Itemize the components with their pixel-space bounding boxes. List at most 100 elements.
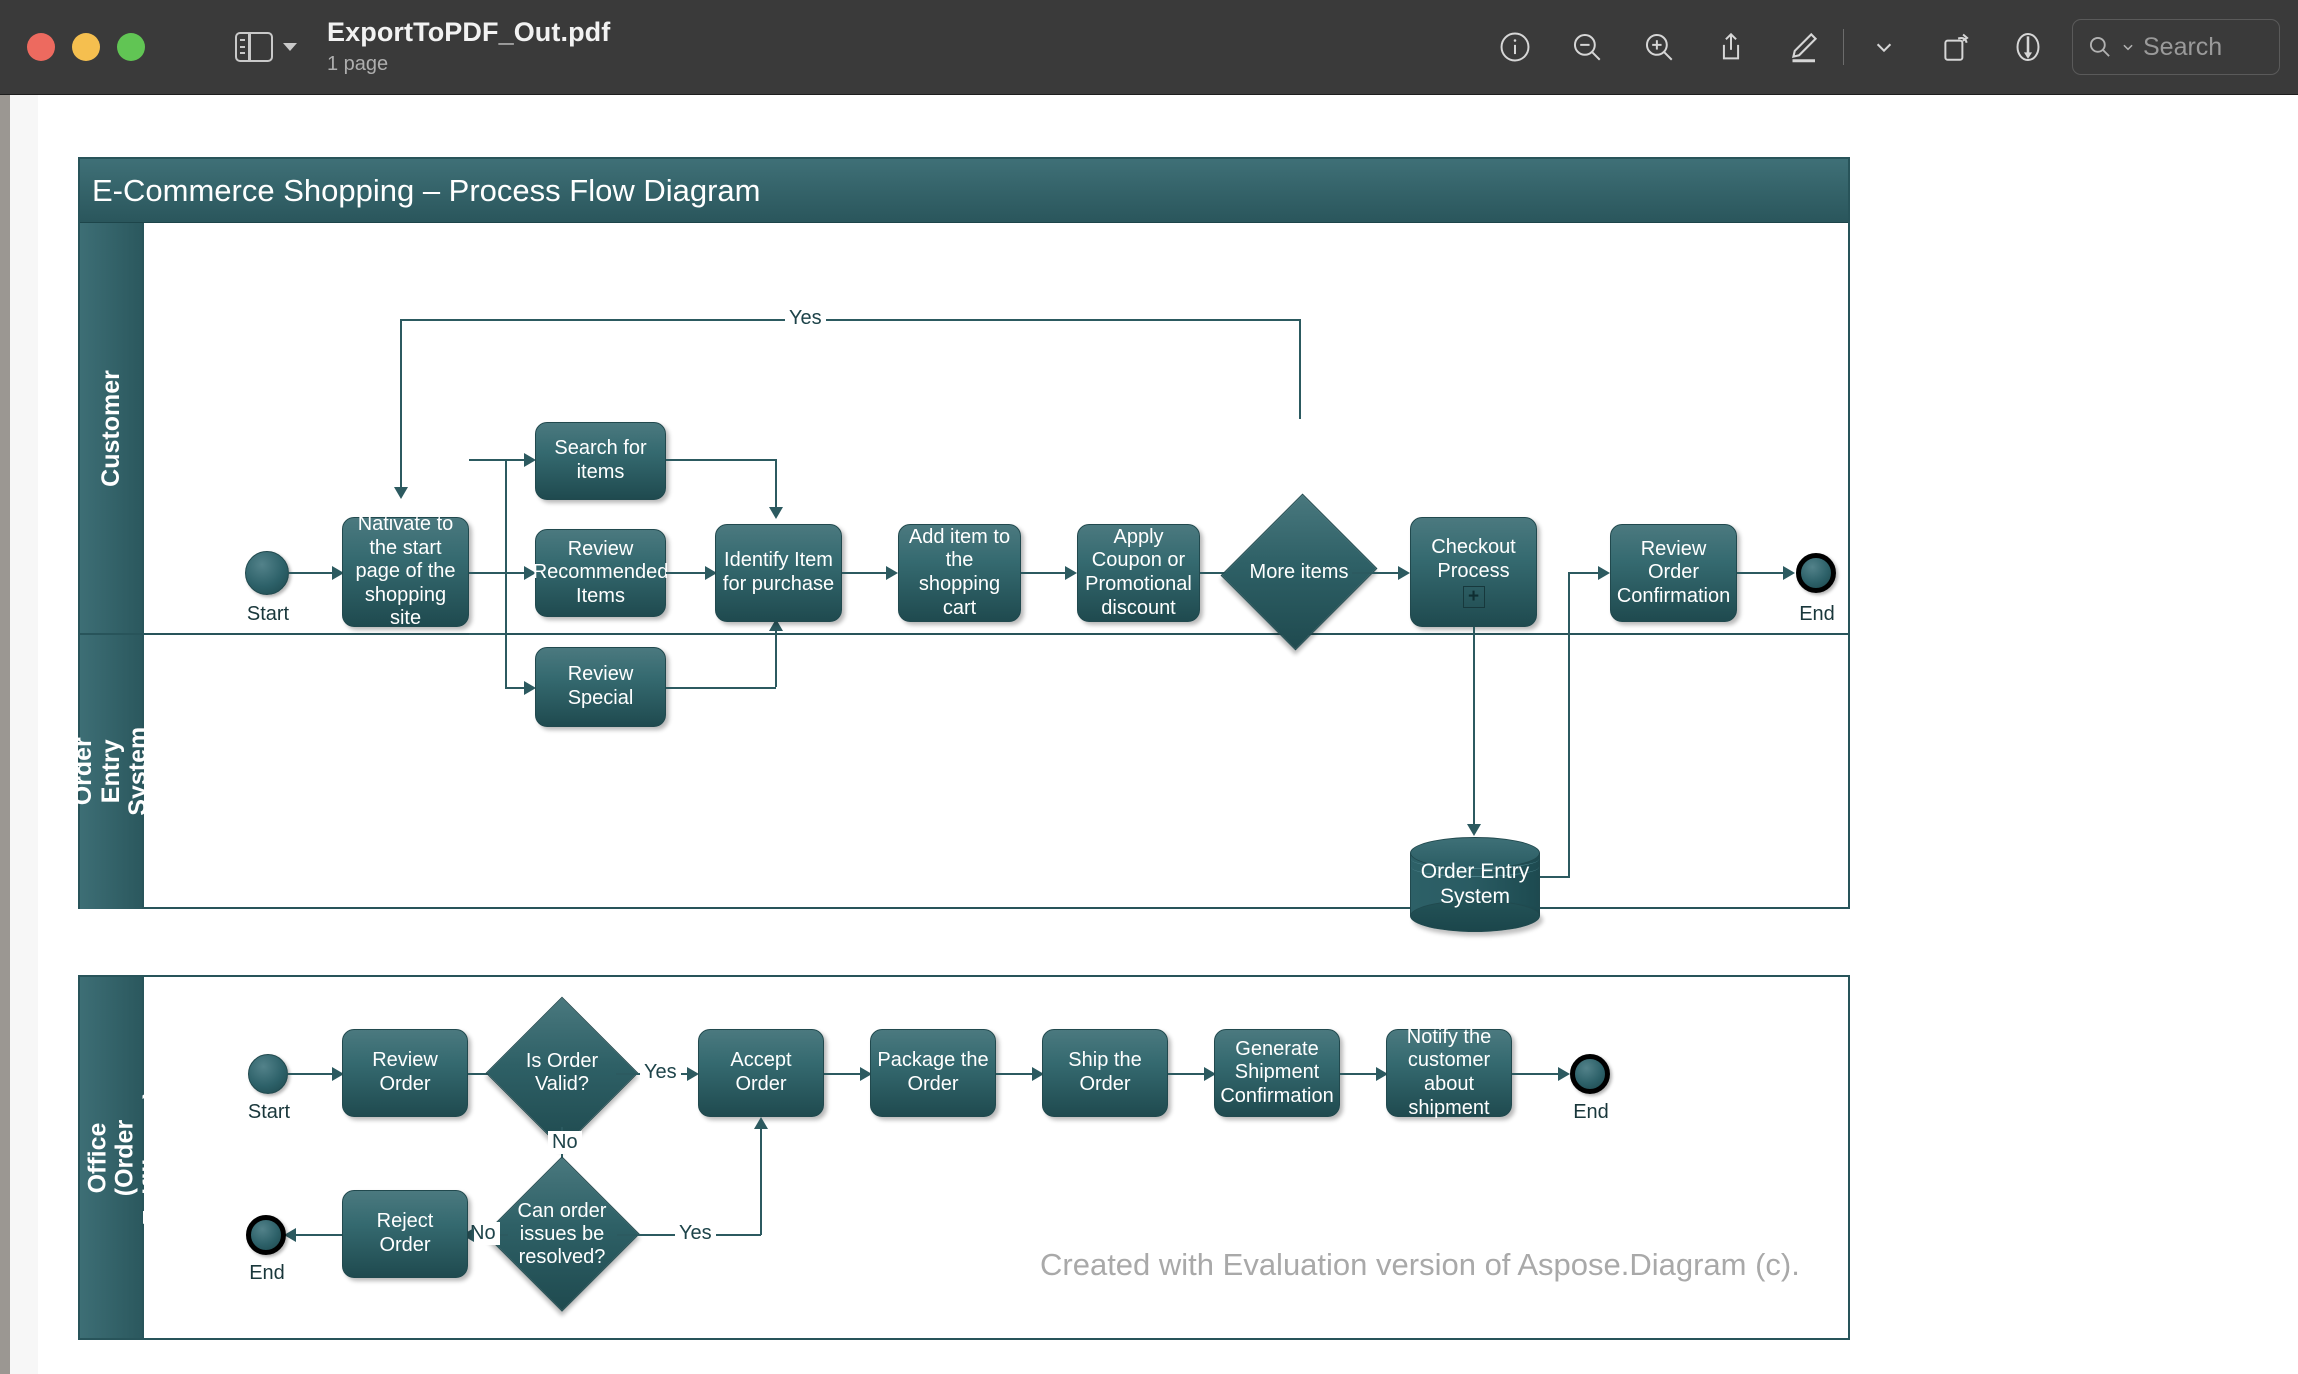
share-button[interactable]: [1695, 11, 1767, 83]
connector-db-out-h: [1520, 876, 1570, 878]
lane-label-customer: Customer: [80, 223, 144, 633]
node-review-special[interactable]: Review Special: [535, 647, 666, 727]
decision-more-items-label: More items: [1249, 560, 1349, 583]
connector-db-out-v: [1568, 572, 1570, 877]
end-event-rejected: [246, 1215, 286, 1255]
connector-identify-cart: [842, 572, 888, 574]
scrollbar[interactable]: [0, 95, 10, 1374]
document-page-count: 1 page: [327, 53, 389, 76]
decision-can-resolve[interactable]: Can order issues be resolved?: [484, 1156, 640, 1312]
node-search-items[interactable]: Search for items: [535, 422, 666, 500]
arrowhead-search: [524, 453, 536, 467]
edge-label-resolve-yes: Yes: [675, 1222, 716, 1245]
edge-label-valid-no: No: [548, 1131, 582, 1154]
node-checkout-label: Checkout Process: [1431, 536, 1516, 582]
arrowhead-review-confirm: [1598, 566, 1610, 580]
connector-merge-bottom-v: [775, 629, 777, 687]
database-label: Order Entry System: [1420, 859, 1530, 908]
decision-is-order-valid-label: Is Order Valid?: [525, 1050, 599, 1095]
pool-customer: E-Commerce Shopping – Process Flow Diagr…: [69, 157, 1850, 932]
zoom-window-button[interactable]: [117, 33, 145, 61]
markup-button[interactable]: [1767, 11, 1839, 83]
arrowhead-bo-end: [1558, 1067, 1570, 1081]
zoom-out-button[interactable]: [1551, 11, 1623, 83]
arrowhead-identify: [705, 566, 717, 580]
connector-yes-loop-h: [400, 319, 1300, 321]
info-button[interactable]: [1479, 11, 1551, 83]
end-caption-customer: End: [1799, 603, 1835, 625]
connector-checkout-db: [1473, 627, 1475, 827]
decision-is-order-valid[interactable]: Is Order Valid?: [485, 996, 639, 1150]
end-caption-back-office: End: [1573, 1101, 1609, 1123]
pdf-viewer-area[interactable]: E-Commerce Shopping – Process Flow Diagr…: [0, 95, 2298, 1374]
arrowhead-bo-review: [332, 1067, 344, 1081]
connector-branch-v2: [505, 633, 507, 688]
connector-branch-v: [505, 459, 507, 634]
search-chevron-down-icon[interactable]: [2121, 40, 2135, 54]
arrowhead-resolve-yes: [754, 1117, 768, 1129]
decision-more-items[interactable]: More items: [1220, 493, 1378, 651]
connector-merge-top-v: [775, 459, 777, 509]
node-add-to-cart[interactable]: Add item to the shopping cart: [898, 524, 1021, 622]
node-ship-order[interactable]: Ship the Order: [1042, 1029, 1168, 1117]
end-caption-rejected: End: [249, 1262, 285, 1284]
annotate-button[interactable]: [1992, 11, 2064, 83]
zoom-in-button[interactable]: [1623, 11, 1695, 83]
node-navigate[interactable]: Nativate to the start page of the shoppi…: [342, 513, 469, 629]
start-caption-customer: Start: [246, 603, 290, 625]
connector-bo-start-review: [288, 1073, 334, 1075]
connector-branch-bottom: [505, 687, 527, 689]
arrowhead-coupon: [1065, 566, 1077, 580]
connector-generate-notify: [1340, 1073, 1378, 1075]
edge-label-resolve-no: No: [466, 1222, 500, 1245]
zoom-out-icon: [1573, 33, 1601, 61]
minimize-button[interactable]: [72, 33, 100, 61]
connector-recommended-merge: [666, 572, 708, 574]
arrowhead-end-customer: [1783, 566, 1795, 580]
database-order-entry-system[interactable]: Order Entry System: [1410, 837, 1540, 932]
chevron-down-icon: [1876, 43, 1892, 53]
pdf-page: E-Commerce Shopping – Process Flow Diagr…: [38, 95, 2298, 1374]
rotate-button[interactable]: [1920, 11, 1992, 83]
connector-yes-loop-right-v: [1299, 319, 1301, 419]
chevron-down-icon[interactable]: [283, 43, 297, 51]
search-field[interactable]: Search: [2072, 19, 2280, 75]
markup-options-button[interactable]: [1848, 11, 1920, 83]
arrowhead-reject-end: [284, 1228, 296, 1242]
connector-start-navigate: [289, 572, 335, 574]
connector-ship-generate: [1168, 1073, 1206, 1075]
decision-can-resolve-label: Can order issues be resolved?: [517, 1199, 607, 1268]
connector-review-end: [1737, 572, 1787, 574]
start-event-back-office: [248, 1054, 288, 1094]
connector-yes-loop-left-v: [400, 319, 402, 489]
close-button[interactable]: [27, 33, 55, 61]
edge-label-valid-yes: Yes: [640, 1061, 681, 1084]
node-generate-shipment[interactable]: Generate Shipment Confirmation: [1214, 1029, 1340, 1117]
lane-label-order-entry-system: Order Entry System: [69, 633, 152, 909]
cylinder-rib-2: [1411, 857, 1539, 877]
arrowhead-yes-loop: [394, 487, 408, 499]
end-event-back-office: [1570, 1054, 1610, 1094]
node-apply-coupon[interactable]: Apply Coupon or Promotional discount: [1077, 524, 1200, 622]
traffic-light-group: [27, 33, 145, 61]
node-package-order[interactable]: Package the Order: [870, 1029, 996, 1117]
node-review-order[interactable]: Review Order: [342, 1029, 468, 1117]
connector-reject-end: [288, 1234, 342, 1236]
sidebar-toggle-button[interactable]: [235, 32, 297, 62]
annotate-icon: [2016, 32, 2040, 62]
toolbar-divider: [1843, 29, 1844, 65]
diagram-title: E-Commerce Shopping – Process Flow Diagr…: [80, 159, 1848, 223]
node-review-recommended[interactable]: Review Recommended Items: [533, 529, 668, 617]
node-notify-customer[interactable]: Notify the customer about shipment: [1386, 1026, 1512, 1119]
arrowhead-ship: [1032, 1067, 1044, 1081]
info-icon: [1500, 32, 1530, 62]
node-reject-order[interactable]: Reject Order: [342, 1190, 468, 1278]
node-review-confirmation[interactable]: Review Order Confirmation: [1610, 524, 1737, 622]
node-checkout-process[interactable]: Checkout Process +: [1410, 517, 1537, 627]
node-identify-item[interactable]: Identify Item for purchase: [715, 524, 842, 622]
connector-branch-top: [505, 459, 527, 461]
node-accept-order[interactable]: Accept Order: [698, 1029, 824, 1117]
connector-package-ship: [996, 1073, 1034, 1075]
evaluation-watermark: Created with Evaluation version of Aspos…: [1040, 1247, 1800, 1282]
arrowhead-package: [860, 1067, 872, 1081]
